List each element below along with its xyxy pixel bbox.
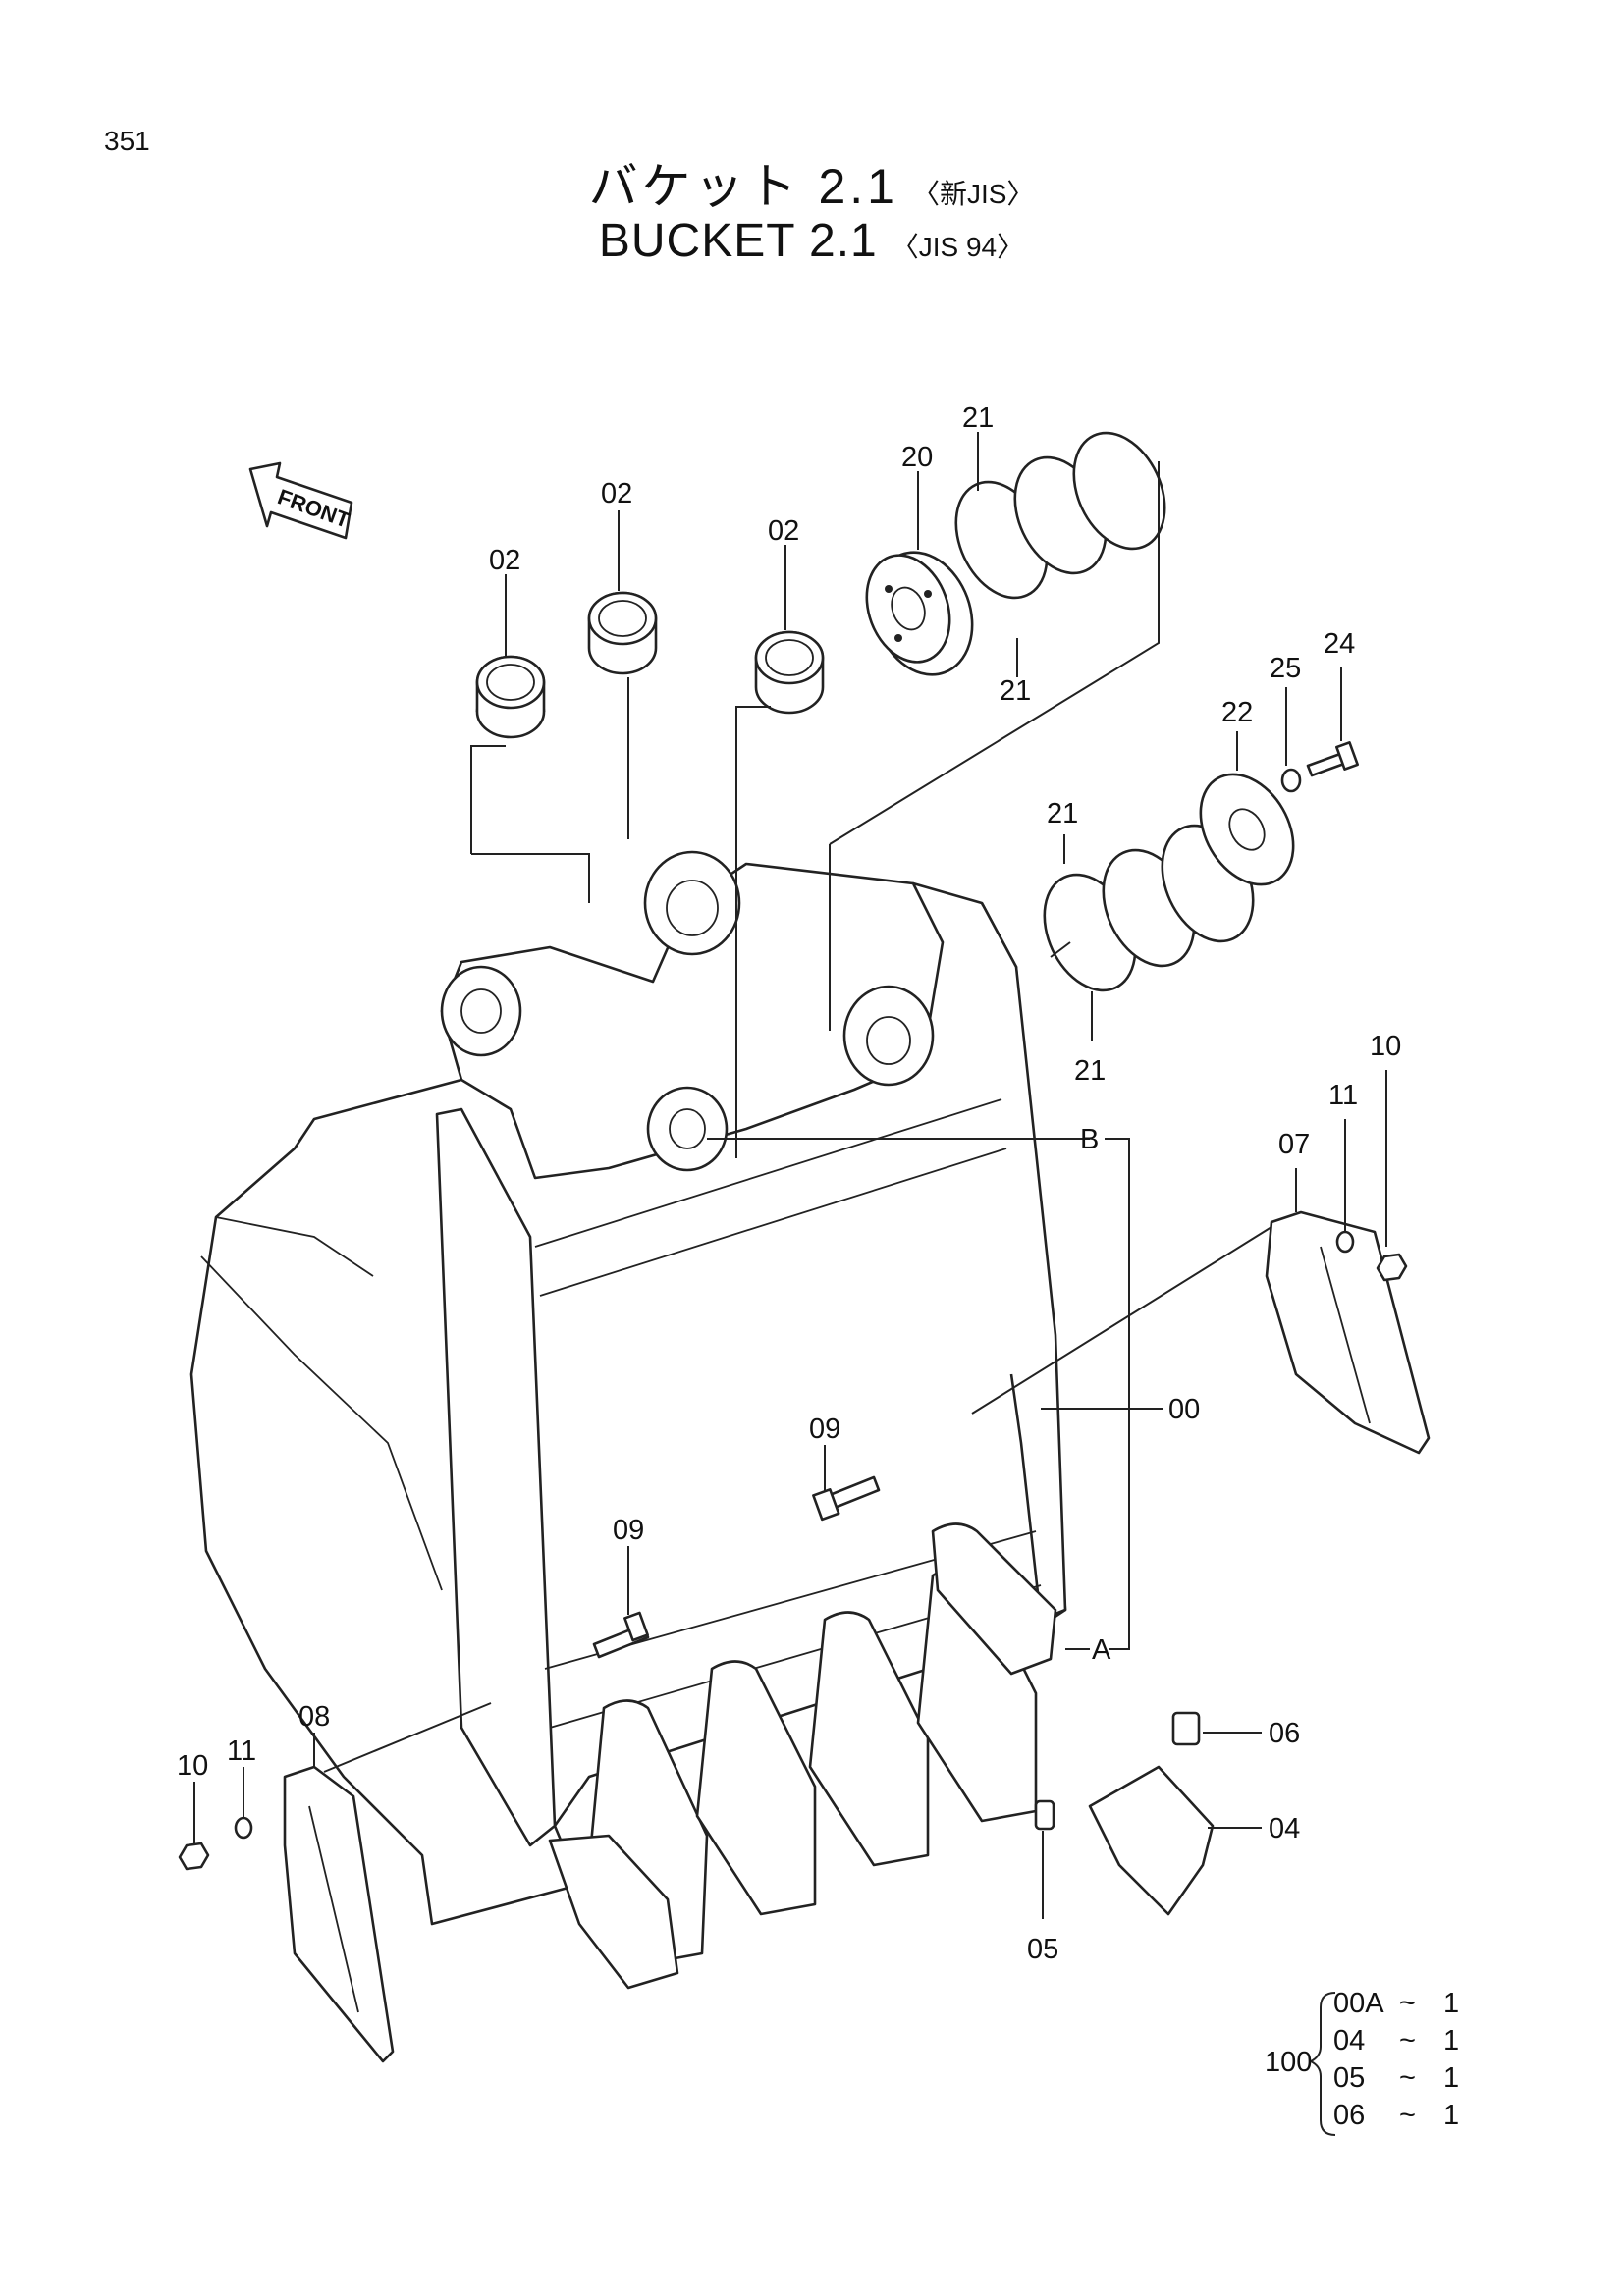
callout-08: 08 [298, 1701, 330, 1733]
callout-00: 00 [1168, 1394, 1200, 1425]
washer-25 [1280, 768, 1302, 793]
page-number: 351 [104, 126, 150, 156]
callout-07: 07 [1278, 1129, 1310, 1160]
callout-09-lower: 09 [613, 1515, 644, 1546]
bolt-24 [1306, 741, 1359, 777]
bushing-right [754, 630, 825, 715]
kit-list: 00A ~ 1 04 ~ 1 05 ~ 1 06 ~ 1 [1333, 1988, 1459, 2131]
washer-11-right [1335, 1230, 1355, 1254]
bolt-09-upper [812, 1475, 881, 1522]
kit-item-qty: 1 [1443, 2025, 1459, 2056]
callout-25: 25 [1270, 653, 1301, 684]
kit-item-part: 06 [1333, 2100, 1365, 2131]
callout-A: A [1092, 1634, 1111, 1666]
washer-11-left [234, 1816, 253, 1840]
callout-B: B [1080, 1124, 1099, 1155]
callout-02-center: 02 [601, 478, 632, 509]
tooth-point-04 [1088, 1765, 1215, 1916]
kit-item-part: 05 [1333, 2062, 1365, 2094]
bushing-center [587, 591, 658, 675]
callout-02-left: 02 [489, 545, 520, 576]
callout-21-upper-bottom: 21 [1000, 675, 1031, 707]
teeth-row [548, 1522, 1057, 1990]
kit-number: 100 [1265, 2047, 1312, 2078]
title-en-text: BUCKET 2.1 [598, 215, 878, 267]
callout-24: 24 [1324, 628, 1355, 660]
leader-lines [193, 432, 1387, 1919]
kit-item-sep: ~ [1399, 1988, 1416, 2019]
callout-11-left: 11 [227, 1735, 256, 1767]
title-jp-standard: 〈新JIS〉 [911, 179, 1035, 209]
callout-04: 04 [1269, 1813, 1300, 1844]
callout-21-lower-top: 21 [1047, 798, 1078, 829]
front-arrow: FRONT [248, 461, 353, 540]
title-japanese: バケット 2.1 〈新JIS〉 [0, 147, 1623, 218]
kit-item-qty: 1 [1443, 2062, 1459, 2094]
callout-05: 05 [1027, 1934, 1058, 1965]
kit-bracket [1308, 1992, 1336, 2136]
kit-item-part: 00A [1333, 1988, 1384, 2019]
lock-06 [1171, 1711, 1201, 1746]
side-cutter-08 [283, 1765, 395, 2063]
kit-item-sep: ~ [1399, 2100, 1416, 2131]
plate-22 [1199, 773, 1295, 886]
callout-11-right: 11 [1328, 1080, 1358, 1111]
nut-10-left [178, 1842, 210, 1871]
callout-20: 20 [901, 442, 933, 473]
title-jp-text: バケット 2.1 [588, 159, 898, 214]
title-english: BUCKET 2.1 〈JIS 94〉 [0, 214, 1623, 268]
nut-10-right [1376, 1253, 1408, 1282]
callout-labels: 02 02 02 20 21 21 21 21 22 24 25 10 11 0… [177, 402, 1401, 1965]
callout-22: 22 [1221, 697, 1253, 728]
title-en-standard: 〈JIS 94〉 [891, 232, 1025, 262]
callout-02-right: 02 [768, 515, 799, 547]
kit-item-qty: 1 [1443, 1988, 1459, 2019]
boss-part-20 [865, 551, 974, 676]
bucket-link-plates [440, 850, 945, 1180]
kit-item-sep: ~ [1399, 2062, 1416, 2094]
bushing-left [475, 655, 546, 739]
callout-10-left: 10 [177, 1750, 208, 1782]
callout-06: 06 [1269, 1718, 1300, 1749]
shims-upper [954, 431, 1166, 600]
kit-item-qty: 1 [1443, 2100, 1459, 2131]
shims-lower [1043, 824, 1255, 992]
bolt-09-lower [592, 1611, 650, 1659]
callout-21-top: 21 [962, 402, 994, 434]
callout-10-right: 10 [1370, 1031, 1401, 1062]
pin-05 [1034, 1799, 1055, 1831]
kit-item-sep: ~ [1399, 2025, 1416, 2056]
callout-09-upper: 09 [809, 1414, 840, 1445]
callout-21-lower-bottom: 21 [1074, 1055, 1106, 1087]
kit-item-part: 04 [1333, 2025, 1365, 2056]
side-cutter-07 [1265, 1210, 1431, 1455]
